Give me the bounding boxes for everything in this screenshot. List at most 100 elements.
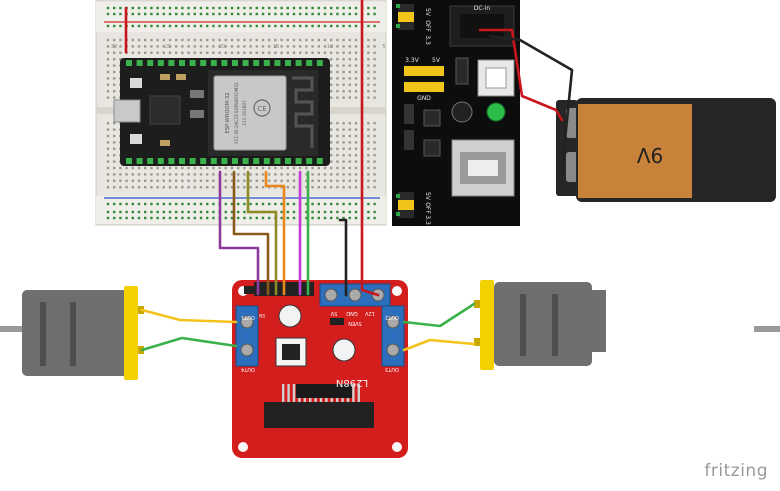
rail-hole <box>367 24 370 28</box>
breadboard-hole <box>348 90 351 93</box>
breadboard-hole <box>113 90 116 93</box>
breadboard-hole <box>280 166 283 170</box>
breadboard-hole <box>175 51 178 54</box>
breadboard-hole <box>119 186 122 189</box>
rail-hole <box>144 216 147 220</box>
breadboard-hole <box>268 173 271 176</box>
micro-usb-port <box>113 99 141 123</box>
breadboard-hole <box>317 38 320 42</box>
breadboard-hole <box>342 134 345 138</box>
breadboard-hole <box>131 45 134 48</box>
breadboard-hole <box>348 45 351 48</box>
rail-hole <box>330 6 333 10</box>
breadboard-hole <box>373 179 376 182</box>
rail-hole <box>150 210 153 214</box>
breadboard-hole <box>113 160 116 163</box>
breadboard-hole <box>348 179 351 182</box>
breadboard-hole <box>156 166 159 170</box>
esp32-pin-top <box>285 60 291 66</box>
breadboard-hole <box>119 166 122 170</box>
breadboard-hole <box>367 173 370 176</box>
breadboard-hole <box>274 173 277 176</box>
rail-hole <box>212 202 215 206</box>
breadboard-hole <box>348 134 351 138</box>
breadboard-hole <box>330 134 333 138</box>
label-en: EN <box>259 313 265 318</box>
breadboard-hole <box>348 77 351 80</box>
rail-hole <box>199 6 203 10</box>
rail-hole <box>348 210 351 214</box>
esp32-pin-top <box>210 60 217 66</box>
breadboard-hole <box>255 186 258 189</box>
rail-hole <box>280 210 283 214</box>
rail-hole <box>106 6 110 10</box>
breadboard-hole <box>292 166 296 170</box>
breadboard-hole <box>150 38 153 42</box>
rail-hole <box>162 24 165 28</box>
breadboard-hole <box>162 173 165 176</box>
breadboard-hole <box>342 147 345 150</box>
breadboard-hole <box>330 122 333 125</box>
breadboard-hole <box>187 179 190 182</box>
rail-hole <box>243 210 246 214</box>
esp32-board: CE ESP-WROOM-32 FCC ID:2AC7Z-ESPWROOM32 … <box>113 58 330 166</box>
breadboard-hole <box>206 166 209 170</box>
breadboard-hole <box>249 38 252 42</box>
breadboard-hole <box>348 186 351 189</box>
breadboard-row-number: 25 <box>165 44 171 50</box>
breadboard-hole <box>212 173 215 176</box>
breadboard-hole <box>181 173 184 176</box>
breadboard-hole <box>292 173 296 176</box>
rail-hole <box>268 216 271 220</box>
breadboard-hole <box>286 173 289 176</box>
rail-hole <box>249 216 252 220</box>
esp32-pin-bottom <box>147 158 154 164</box>
rail-hole <box>212 210 215 214</box>
rail-hole <box>348 216 351 220</box>
breadboard-hole <box>230 166 234 170</box>
breadboard-hole <box>348 166 351 170</box>
breadboard-hole <box>305 38 308 42</box>
rail-hole <box>175 24 178 28</box>
rail-hole <box>131 210 134 214</box>
rail-header-yellow-top <box>404 66 444 76</box>
breadboard-hole <box>119 58 122 61</box>
breadboard-hole <box>330 77 333 80</box>
rail-hole <box>292 202 296 206</box>
breadboard-hole <box>336 128 339 131</box>
label-5ven: 5VEN <box>348 320 362 326</box>
rail-hole <box>348 202 351 206</box>
breadboard-hole <box>336 166 339 170</box>
breadboard-hole <box>268 179 271 182</box>
breadboard-hole <box>330 128 333 131</box>
breadboard-hole <box>237 38 240 42</box>
rail-hole <box>342 6 345 10</box>
breadboard-hole <box>156 51 159 54</box>
breadboard-hole <box>280 179 283 182</box>
breadboard-hole <box>286 51 289 54</box>
rail-hole <box>373 202 376 206</box>
rail-hole <box>113 24 116 28</box>
breadboard-hole <box>367 90 370 93</box>
rail-hole <box>317 24 320 28</box>
breadboard-hole <box>342 141 345 144</box>
battery-voltage-label: 9V <box>636 143 663 167</box>
breadboard-hole <box>367 154 370 157</box>
breadboard-hole <box>373 90 376 93</box>
breadboard-hole <box>299 38 302 42</box>
rail-hole <box>199 12 203 16</box>
breadboard-hole <box>255 173 258 176</box>
breadboard-hole <box>106 166 110 170</box>
breadboard-hole <box>255 45 258 48</box>
rail-hole <box>249 6 252 10</box>
breadboard-hole <box>330 45 333 48</box>
breadboard-hole <box>348 141 351 144</box>
rail-hole <box>336 202 339 206</box>
rail-hole <box>181 24 184 28</box>
rail-hole <box>354 24 358 28</box>
breadboard-hole <box>330 186 333 189</box>
rail-hole <box>342 216 345 220</box>
rail-hole <box>305 24 308 28</box>
breadboard-hole <box>373 45 376 48</box>
rail-hole <box>119 216 122 220</box>
